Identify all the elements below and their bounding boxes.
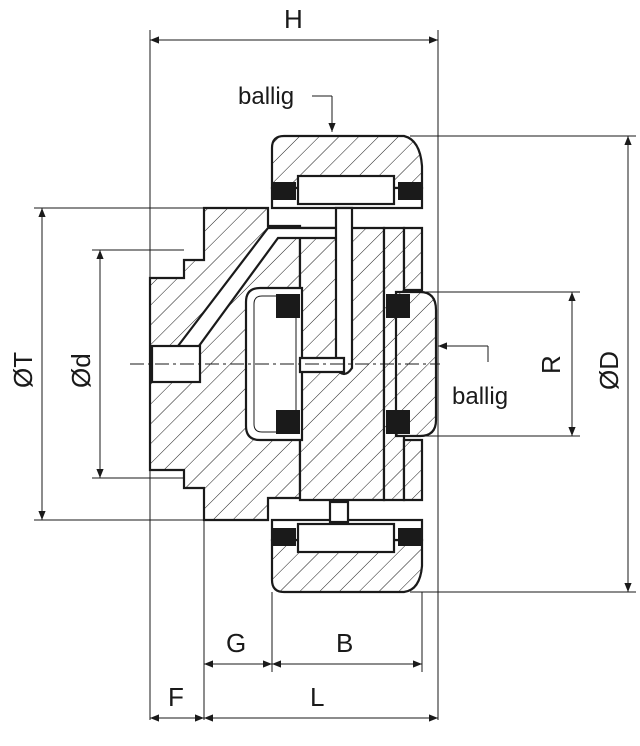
- label-OD: ØD: [594, 351, 624, 390]
- seal-bottom-right: [398, 528, 422, 546]
- seal-cage-top: [276, 294, 300, 318]
- seal-top-right: [398, 182, 422, 200]
- seal-cage-bottom: [276, 410, 300, 434]
- label-B: B: [336, 628, 353, 658]
- label-Od: Ød: [66, 353, 96, 388]
- label-R: R: [536, 355, 566, 374]
- needle-roller-bottom: [296, 522, 396, 554]
- label-G: G: [226, 628, 246, 658]
- horizontal-pin: [298, 356, 346, 374]
- label-OT: ØT: [8, 352, 38, 388]
- label-H: H: [284, 4, 303, 34]
- seal-roller-bottom: [386, 410, 410, 434]
- seal-roller-top: [386, 294, 410, 318]
- bottom-pin: [328, 500, 350, 524]
- inner-ring-outer: [402, 226, 424, 502]
- seal-top-left: [272, 182, 296, 200]
- seal-bottom-left: [272, 528, 296, 546]
- needle-roller-top: [296, 174, 396, 206]
- vertical-pin: [334, 206, 354, 376]
- label-F: F: [168, 682, 184, 712]
- roller-cage-inner: [253, 295, 297, 433]
- label-ballig-top: ballig: [238, 83, 294, 110]
- label-ballig-right: ballig: [452, 383, 508, 410]
- label-L: L: [310, 682, 324, 712]
